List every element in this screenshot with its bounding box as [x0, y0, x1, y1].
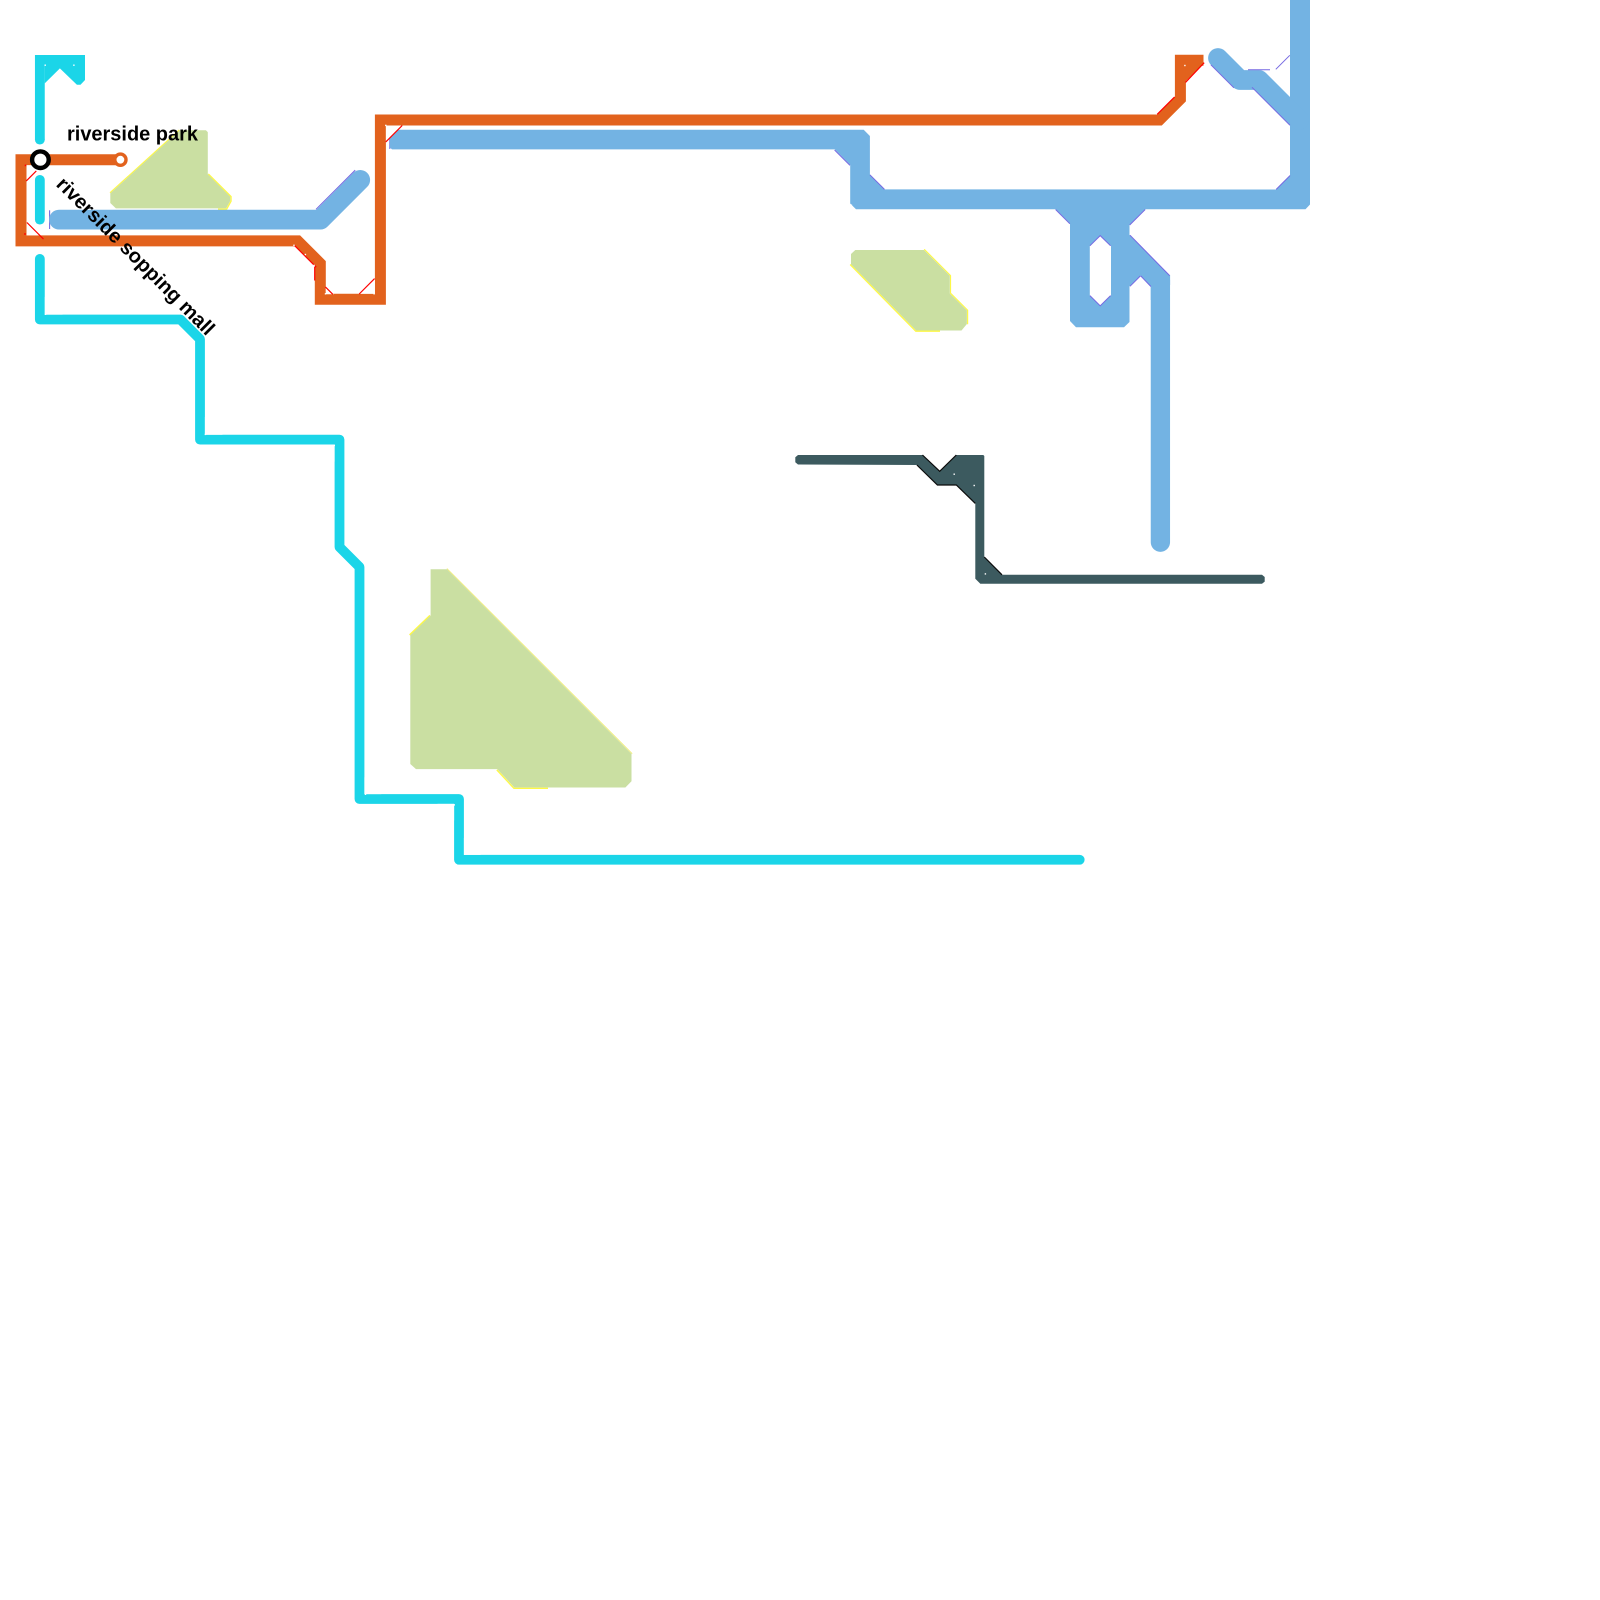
- svg-text:riverside park: riverside park: [67, 123, 199, 145]
